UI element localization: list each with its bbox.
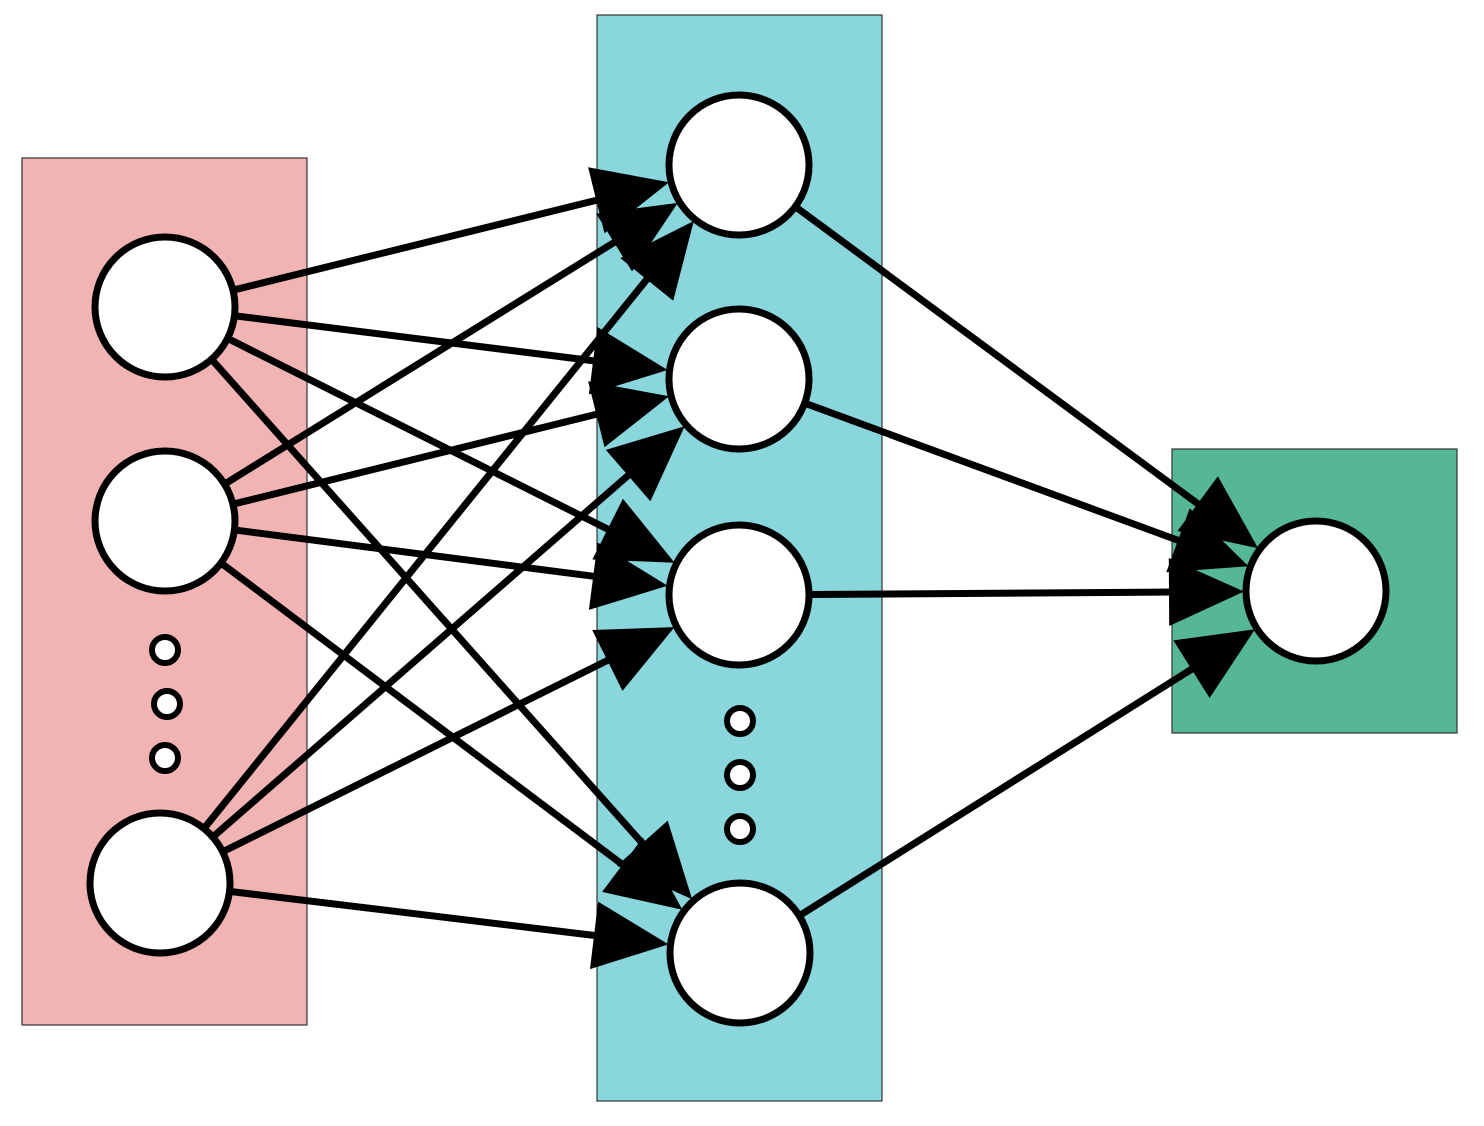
hidden-neuron-1	[665, 91, 813, 239]
connection-hidden-2-to-output	[803, 400, 1215, 556]
connection-hidden-1-to-output	[793, 204, 1230, 528]
hidden-neuron-2	[665, 305, 813, 453]
arrowhead	[620, 221, 694, 301]
ellipsis-dots	[149, 634, 756, 845]
connections	[201, 167, 1259, 970]
arrowhead	[592, 498, 675, 563]
connection-hidden-3-to-output	[807, 588, 1208, 598]
output-neuron	[1242, 517, 1390, 665]
connection-hidden-4-to-output	[797, 647, 1225, 919]
hidden-ellipsis-dot	[724, 813, 756, 845]
hidden-ellipsis-dot	[724, 705, 756, 737]
arrowhead	[1166, 508, 1249, 573]
connection-input-1-to-hidden-3	[225, 335, 643, 549]
input-ellipsis-dot	[149, 634, 181, 666]
arrowhead	[588, 542, 668, 610]
input-neuron-3	[86, 809, 234, 957]
connection-input-2-to-hidden-4	[219, 560, 654, 890]
arrowhead	[602, 837, 683, 910]
connection-input-2-to-hidden-1	[222, 220, 648, 487]
arrowhead	[588, 381, 670, 448]
arrowhead	[590, 901, 669, 970]
arrowhead	[605, 426, 685, 502]
connection-input-2-to-hidden-3	[232, 526, 632, 585]
connection-input-3-to-hidden-2	[210, 449, 658, 840]
input-ellipsis-dot	[151, 688, 183, 720]
hidden-neuron-4	[666, 879, 814, 1027]
neurons	[86, 91, 1390, 1027]
connection-input-1-to-hidden-2	[232, 312, 632, 369]
input-ellipsis-dot	[149, 742, 181, 774]
arrowhead	[1168, 558, 1244, 626]
connection-input-3-to-hidden-1	[201, 248, 673, 831]
input-neuron-1	[91, 233, 239, 381]
connection-input-1-to-hidden-1	[231, 188, 634, 294]
connection-input-3-to-hidden-3	[221, 641, 643, 855]
arrowhead	[588, 327, 668, 395]
hidden-ellipsis-dot	[724, 759, 756, 791]
hidden-neuron-3	[665, 521, 813, 669]
input-neuron-2	[91, 447, 239, 595]
connection-input-3-to-hidden-4	[228, 888, 633, 944]
arrowhead	[1173, 629, 1255, 698]
arrowhead	[592, 627, 675, 691]
connection-input-2-to-hidden-2	[231, 402, 634, 508]
arrowhead	[596, 202, 678, 272]
